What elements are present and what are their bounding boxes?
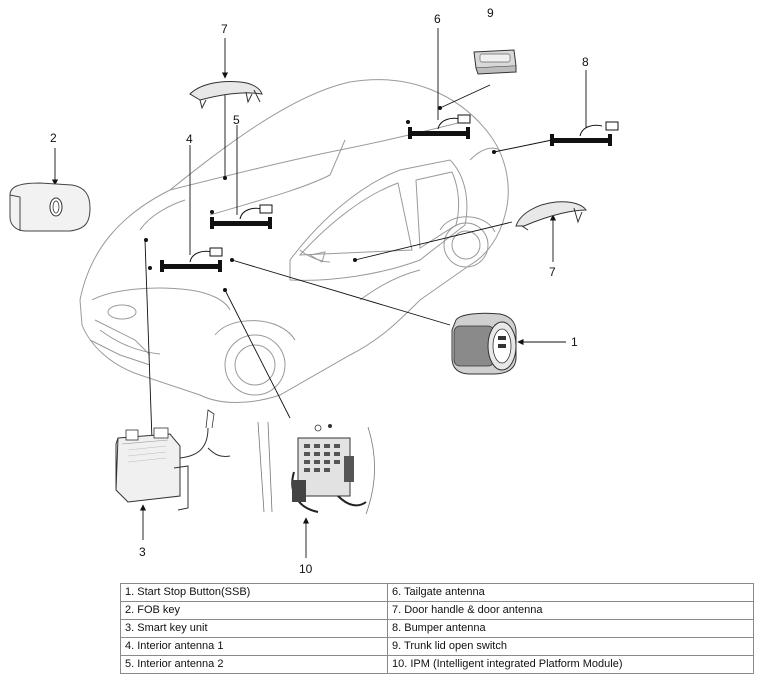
callout-1: 1 [571, 335, 578, 349]
ssb-icon [451, 312, 517, 375]
ipm-module-icon [257, 421, 375, 515]
legend-cell: 2. FOB key [120, 601, 388, 620]
callout-7-top: 7 [221, 22, 228, 36]
legend-cell: 9. Trunk lid open switch [387, 637, 754, 656]
trunk-switch-icon [473, 49, 517, 75]
callout-4: 4 [186, 132, 193, 146]
fob-key-icon [9, 182, 91, 232]
callout-arrows [51, 38, 566, 558]
callout-3: 3 [139, 545, 146, 559]
callout-6: 6 [434, 12, 441, 26]
leader-dots [144, 106, 496, 292]
leader-lines [144, 28, 587, 441]
door-handle-icon [515, 201, 587, 231]
legend-row: 2. FOB key 7. Door handle & door antenna [120, 601, 754, 620]
legend-cell: 6. Tailgate antenna [387, 583, 754, 602]
legend-row: 1. Start Stop Button(SSB) 6. Tailgate an… [120, 583, 754, 602]
antenna-icon [160, 247, 223, 272]
legend-cell: 7. Door handle & door antenna [387, 601, 754, 620]
car-illustration [79, 79, 509, 403]
antenna-icon [408, 114, 471, 139]
callout-5: 5 [233, 113, 240, 127]
legend-row: 4. Interior antenna 1 9. Trunk lid open … [120, 637, 754, 656]
smart-key-unit-icon [115, 409, 231, 511]
component-location-diagram: 1 2 3 4 5 6 7 7 8 9 10 [9, 6, 619, 576]
legend-cell: 1. Start Stop Button(SSB) [120, 583, 388, 602]
door-handle-icon [189, 81, 263, 110]
callout-10: 10 [299, 562, 313, 576]
legend-row: 5. Interior antenna 2 10. IPM (Intellige… [120, 655, 754, 674]
antenna-icon [210, 204, 273, 229]
legend-cell: 3. Smart key unit [120, 619, 388, 638]
legend-row: 3. Smart key unit 8. Bumper antenna [120, 619, 754, 638]
callout-8: 8 [582, 55, 589, 69]
legend-cell: 10. IPM (Intelligent integrated Platform… [387, 655, 754, 674]
legend-cell: 8. Bumper antenna [387, 619, 754, 638]
antenna-icon [550, 121, 619, 146]
callout-7-right: 7 [549, 265, 556, 279]
legend-table: 1. Start Stop Button(SSB) 6. Tailgate an… [120, 583, 754, 674]
callout-labels: 1 2 3 4 5 6 7 7 8 9 10 [50, 6, 589, 576]
legend-cell: 4. Interior antenna 1 [120, 637, 388, 656]
legend-cell: 5. Interior antenna 2 [120, 655, 388, 674]
callout-2: 2 [50, 131, 57, 145]
callout-9: 9 [487, 6, 494, 20]
